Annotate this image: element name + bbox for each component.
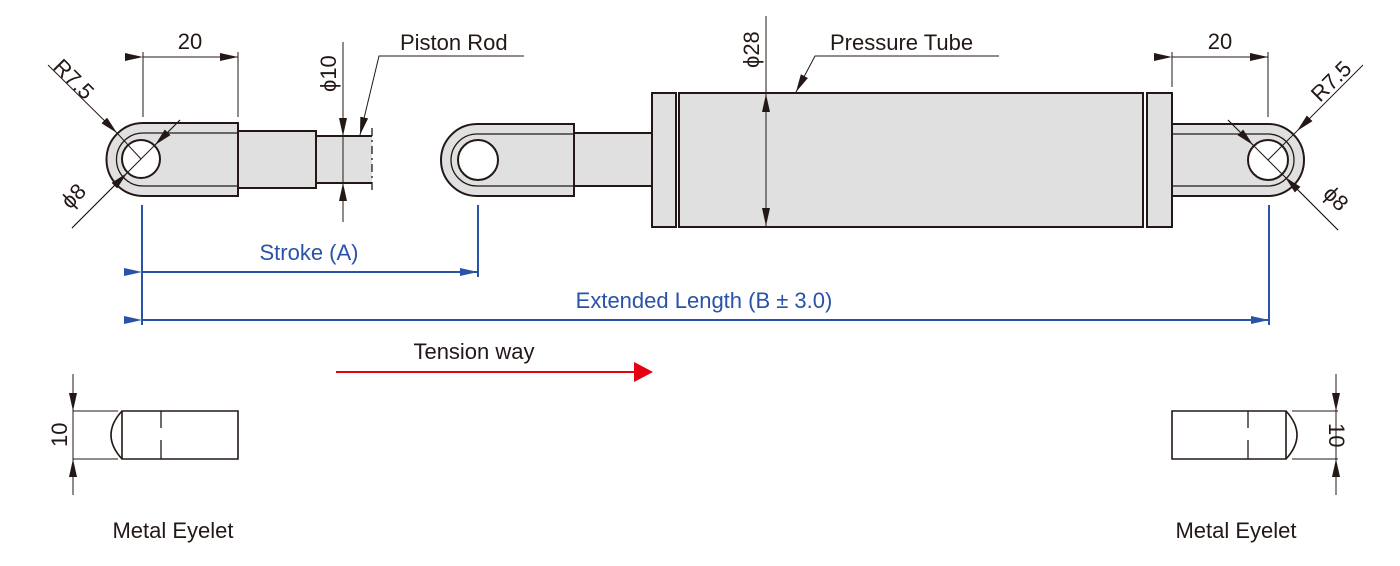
tension-way-label: Tension way xyxy=(413,339,534,364)
tube-left-cap xyxy=(651,92,677,228)
extended-length-dimension: Extended Length (B ± 3.0) xyxy=(124,205,1270,325)
right-eyelet-length-label: 20 xyxy=(1208,29,1232,54)
rod-dia-label: ϕ10 xyxy=(316,55,341,92)
left-rod-stub xyxy=(237,128,373,191)
left-eyelet-length-dimension: 20 xyxy=(125,29,239,117)
piston-rod xyxy=(573,132,653,187)
stroke-dimension: Stroke (A) xyxy=(124,205,479,325)
right-metal-eyelet-side-view: 10 Metal Eyelet xyxy=(1171,374,1349,543)
right-hole-dia-label: ϕ8 xyxy=(1318,181,1353,216)
left-hole-dia-label: ϕ8 xyxy=(56,178,91,213)
extended-length-label: Extended Length (B ± 3.0) xyxy=(576,288,833,313)
pressure-tube-label: Pressure Tube xyxy=(830,30,973,55)
left-eyelet xyxy=(105,122,239,197)
right-metal-eyelet-label: Metal Eyelet xyxy=(1175,518,1296,543)
tube-diameter-dimension: ϕ28 xyxy=(739,16,770,226)
left-eyelet-length-label: 20 xyxy=(178,29,202,54)
piston-rod-callout: Piston Rod xyxy=(359,30,524,136)
pressure-tube xyxy=(651,92,1173,228)
rod-diameter-dimension: ϕ10 xyxy=(316,42,347,222)
left-metal-eyelet-label: Metal Eyelet xyxy=(112,518,233,543)
moving-eyelet-hole xyxy=(457,139,499,181)
moving-eyelet xyxy=(440,123,575,197)
right-eyelet-length-dimension: 20 xyxy=(1154,29,1269,117)
tension-way-indicator: Tension way xyxy=(336,339,653,382)
right-eyelet xyxy=(1171,123,1305,197)
tube-body xyxy=(678,92,1144,228)
tension-arrow-icon xyxy=(634,362,653,382)
right-eyelet-thickness-label: 10 xyxy=(1324,423,1349,447)
left-radius-dimension: R7.5 xyxy=(47,54,142,160)
piston-rod-label: Piston Rod xyxy=(400,30,508,55)
left-metal-eyelet-side-view: 10 Metal Eyelet xyxy=(47,374,239,543)
left-radius-label: R7.5 xyxy=(48,54,99,105)
pressure-tube-callout: Pressure Tube xyxy=(795,30,999,93)
left-eyelet-thickness-label: 10 xyxy=(47,423,72,447)
tube-right-cap xyxy=(1146,92,1173,228)
right-radius-label: R7.5 xyxy=(1306,56,1357,107)
tube-dia-label: ϕ28 xyxy=(739,31,764,68)
stroke-label: Stroke (A) xyxy=(259,240,358,265)
